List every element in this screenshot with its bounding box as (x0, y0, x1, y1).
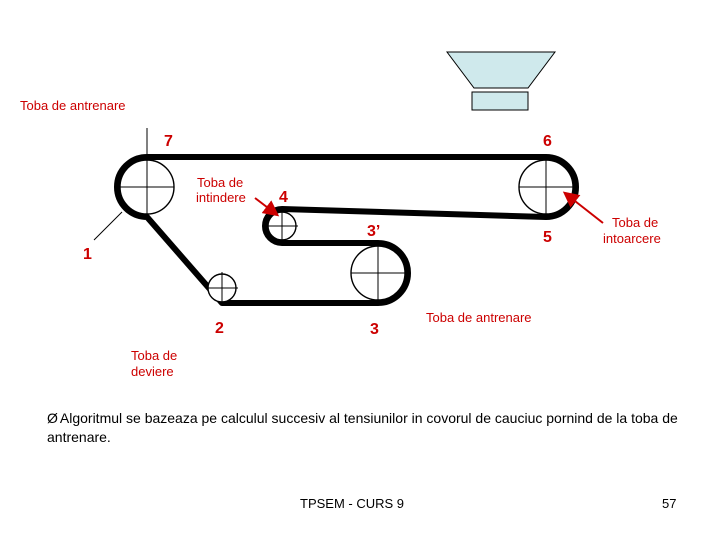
arrow-tension-drum (254, 197, 280, 217)
label-drive-drum-top: Toba de antrenare (20, 98, 126, 113)
label-point-5: 5 (543, 229, 552, 246)
deflection-drum (206, 272, 238, 304)
algorithm-note-text: Algoritmul se bazeaza pe calculul succes… (47, 410, 678, 445)
label-tension-drum-2: intindere (196, 190, 246, 205)
label-return-drum-2: intoarcere (603, 231, 661, 246)
bullet-arrow-icon: Ø (47, 410, 58, 426)
label-drive-drum-bottom: Toba de antrenare (426, 310, 532, 325)
label-point-4: 4 (279, 189, 288, 206)
conveyor-belt (114, 154, 579, 306)
label-point-6: 6 (543, 133, 552, 150)
feed-hopper (446, 51, 556, 111)
label-point-3prime: 3’ (367, 223, 380, 240)
return-drum (518, 159, 574, 215)
leader-line-1 (93, 211, 123, 241)
arrow-return-drum (562, 191, 604, 224)
footer-course-title: TPSEM - CURS 9 (300, 496, 405, 511)
tension-drum (266, 210, 298, 242)
label-point-7: 7 (164, 133, 173, 150)
label-deflection-drum-2: deviere (131, 364, 174, 379)
label-point-2: 2 (215, 320, 224, 337)
drive-drum-left (119, 159, 175, 215)
label-tension-drum-1: Toba de (197, 175, 243, 190)
footer-page-number: 57 (662, 496, 677, 511)
label-point-1: 1 (83, 246, 92, 263)
label-point-3: 3 (370, 321, 379, 338)
drive-drum-bottom (350, 245, 406, 301)
label-deflection-drum-1: Toba de (131, 348, 177, 363)
label-return-drum-1: Toba de (612, 215, 658, 230)
